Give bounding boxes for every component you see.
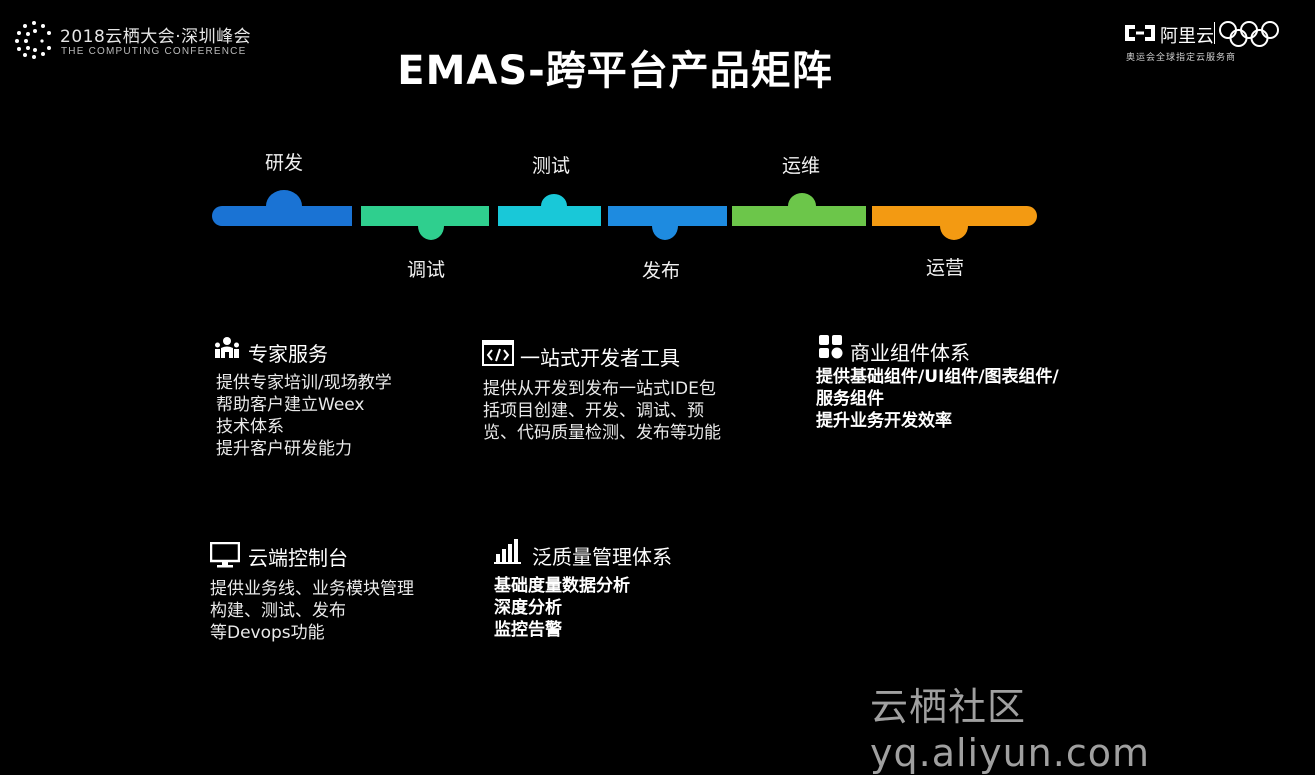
card-title-components: 商业组件体系 — [850, 341, 970, 365]
conference-title: 2018云栖大会·深圳峰会 — [60, 27, 252, 47]
card-line: 构建、测试、发布 — [210, 601, 346, 621]
card-line: 览、代码质量检测、发布等功能 — [483, 423, 721, 443]
card-line: 监控告警 — [494, 620, 562, 640]
stage-label-ops: 运维 — [782, 155, 821, 177]
card-title-devtools: 一站式开发者工具 — [520, 346, 680, 370]
timeline-segment-operation — [872, 206, 1037, 240]
card-title-expert: 专家服务 — [248, 342, 328, 366]
card-body-devtools: 提供从开发到发布一站式IDE包 括项目创建、开发、调试、预 览、代码质量检测、发… — [483, 378, 721, 444]
card-line: 基础度量数据分析 — [494, 576, 630, 596]
card-line: 括项目创建、开发、调试、预 — [483, 401, 704, 421]
people-icon — [215, 337, 239, 358]
card-line: 提升业务开发效率 — [816, 411, 952, 431]
page-title: EMAS-跨平台产品矩阵 — [397, 48, 833, 94]
aliyun-logo-icon — [1125, 25, 1155, 41]
stage-label-debug: 调试 — [407, 259, 446, 281]
card-line: 服务组件 — [816, 389, 884, 409]
timeline-segment-debug — [361, 206, 489, 240]
brand-name: 阿里云 — [1160, 26, 1214, 47]
card-line: 帮助客户建立Weex — [216, 395, 365, 415]
conference-subtitle: THE COMPUTING CONFERENCE — [61, 46, 247, 57]
brand-subtitle: 奥运会全球指定云服务商 — [1126, 53, 1237, 63]
brand-divider — [1214, 22, 1215, 44]
card-line: 提供基础组件/UI组件/图表组件/ — [816, 367, 1059, 387]
card-body-console: 提供业务线、业务模块管理 构建、测试、发布 等Devops功能 — [210, 578, 414, 644]
card-line: 提供专家培训/现场教学 — [216, 373, 392, 393]
timeline-segment-ops — [732, 193, 866, 226]
timeline-segment-release — [608, 206, 727, 240]
stage-label-test: 测试 — [532, 155, 571, 177]
olympic-rings-icon — [1219, 21, 1279, 47]
card-line: 等Devops功能 — [210, 623, 325, 643]
card-line: 提供业务线、业务模块管理 — [210, 579, 414, 599]
card-line: 提升客户研发能力 — [216, 439, 352, 459]
code-window-icon — [482, 340, 514, 366]
card-line: 提供从开发到发布一站式IDE包 — [483, 379, 716, 399]
card-line: 技术体系 — [216, 417, 284, 437]
card-title-quality: 泛质量管理体系 — [532, 545, 672, 569]
blocks-icon — [819, 335, 843, 359]
conference-logo-icon — [15, 21, 51, 59]
card-body-quality: 基础度量数据分析 深度分析 监控告警 — [494, 575, 630, 641]
timeline-bar — [212, 190, 1037, 240]
monitor-icon — [210, 542, 240, 568]
card-line: 深度分析 — [494, 598, 562, 618]
timeline-segment-research — [212, 190, 352, 226]
card-body-expert: 提供专家培训/现场教学 帮助客户建立Weex 技术体系 提升客户研发能力 — [216, 372, 392, 460]
card-body-components: 提供基础组件/UI组件/图表组件/ 服务组件 提升业务开发效率 — [816, 366, 1059, 432]
card-title-console: 云端控制台 — [248, 546, 348, 570]
stage-label-research: 研发 — [265, 152, 304, 174]
stage-label-operation: 运营 — [926, 257, 965, 279]
timeline-segment-test — [498, 194, 601, 226]
watermark: 云栖社区 yq.aliyun.com — [870, 685, 1150, 775]
stage-label-release: 发布 — [642, 260, 681, 282]
bar-chart-icon — [494, 539, 521, 564]
